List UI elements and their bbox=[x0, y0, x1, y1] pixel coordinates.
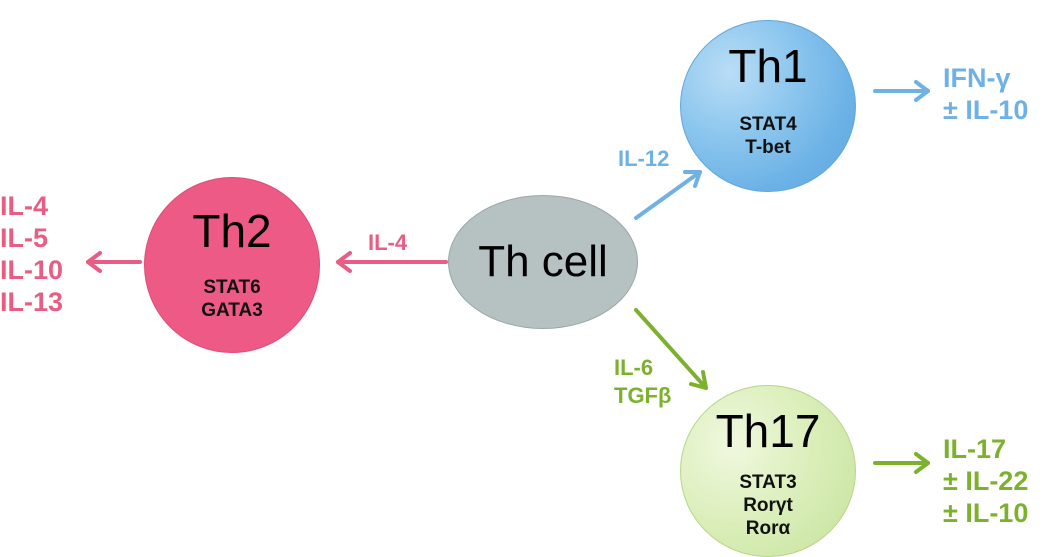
arrow-to-th1 bbox=[634, 170, 702, 220]
th17-inducer: IL-6 bbox=[614, 355, 654, 380]
th2-markers: STAT6 GATA3 bbox=[145, 276, 319, 322]
th17-marker: STAT3 bbox=[739, 472, 797, 493]
th2-label: Th2 bbox=[192, 205, 272, 257]
th2-output: IL-5 bbox=[0, 223, 49, 253]
th2-output: IL-4 bbox=[0, 191, 49, 221]
th17-output: IL-17 bbox=[943, 434, 1007, 464]
th17-label: Th17 bbox=[715, 405, 821, 457]
th1-node: Th1 STAT4 T-bet bbox=[680, 20, 856, 192]
th17-cytokine-outputs: IL-17 ± IL-22 ± IL-10 bbox=[943, 433, 1028, 529]
th2-output: IL-10 bbox=[0, 255, 64, 285]
th2-cytokine-outputs: IL-4 IL-5 IL-10 IL-13 bbox=[0, 190, 63, 318]
th17-markers: STAT3 Rorγt Rorα bbox=[681, 471, 855, 540]
th1-cytokine-outputs: IFN-γ ± IL-10 bbox=[943, 62, 1028, 126]
th1-output: ± IL-10 bbox=[943, 95, 1029, 125]
th-cell-label: Th cell bbox=[478, 237, 608, 286]
arrow-th1-outputs bbox=[873, 80, 930, 102]
th2-marker: STAT6 bbox=[203, 277, 261, 298]
th1-inducer-label: IL-12 bbox=[618, 146, 670, 171]
th17-marker: Rorα bbox=[745, 518, 791, 539]
th2-node: Th2 STAT6 GATA3 bbox=[144, 177, 320, 353]
arrow-to-th2 bbox=[336, 251, 448, 273]
th1-markers: STAT4 T-bet bbox=[681, 113, 855, 159]
th2-inducer-label: IL-4 bbox=[368, 230, 408, 255]
th1-marker: T-bet bbox=[745, 137, 791, 158]
arrow-to-th17 bbox=[634, 308, 708, 390]
th1-marker: STAT4 bbox=[739, 114, 797, 135]
th17-output: ± IL-10 bbox=[943, 498, 1029, 528]
th1-label: Th1 bbox=[728, 40, 808, 92]
th17-output: ± IL-22 bbox=[943, 466, 1029, 496]
th17-inducer: TGFβ bbox=[614, 383, 672, 408]
th1-output: IFN-γ bbox=[943, 63, 1011, 93]
arrow-th17-outputs bbox=[873, 452, 930, 474]
th2-output: IL-13 bbox=[0, 287, 64, 317]
th17-inducer-labels: IL-6 TGFβ bbox=[614, 354, 671, 410]
th-cell-node: Th cell bbox=[448, 195, 638, 329]
th17-node: Th17 STAT3 Rorγt Rorα bbox=[680, 385, 856, 557]
th2-marker: GATA3 bbox=[201, 300, 263, 321]
arrow-th2-outputs bbox=[86, 251, 142, 273]
th17-marker: Rorγt bbox=[743, 495, 793, 516]
